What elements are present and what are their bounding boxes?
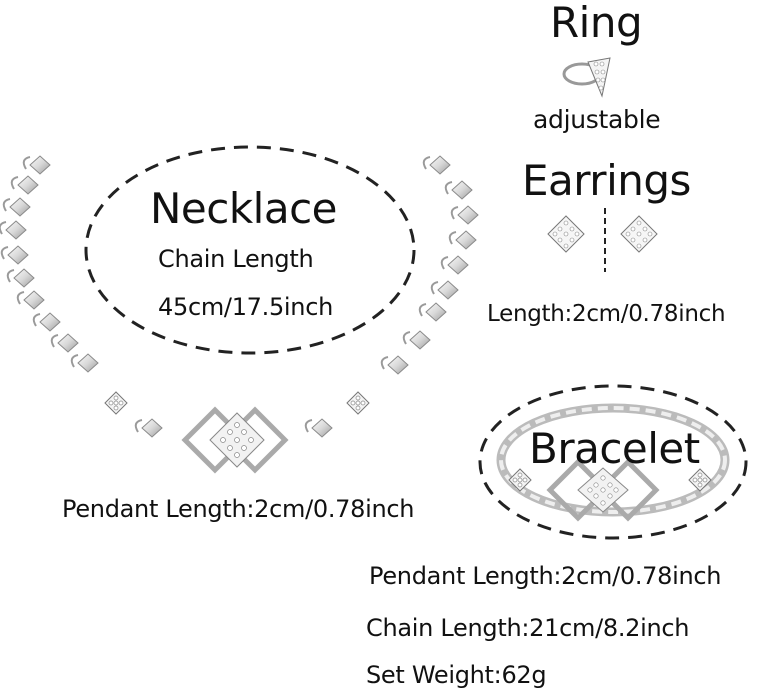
earrings-length: Length:2cm/0.78inch — [487, 301, 726, 327]
ring-icon — [562, 57, 611, 98]
necklace-pendant-length: Pendant Length:2cm/0.78inch — [62, 495, 415, 523]
bracelet-pendant-length: Pendant Length:2cm/0.78inch — [369, 562, 722, 590]
necklace-chain-label: Chain Length — [158, 245, 314, 273]
earrings-icon — [547, 208, 658, 272]
ring-title: Ring — [550, 0, 643, 47]
bracelet-chain-length: Chain Length:21cm/8.2inch — [366, 614, 690, 642]
earrings-title: Earrings — [522, 156, 691, 205]
necklace-pendant-icon — [181, 406, 289, 474]
ring-note: adjustable — [533, 105, 661, 134]
set-weight: Set Weight:62g — [366, 661, 547, 689]
necklace-title: Necklace — [150, 184, 338, 233]
necklace-chain-value: 45cm/17.5inch — [158, 293, 334, 321]
bracelet-title: Bracelet — [529, 424, 700, 473]
